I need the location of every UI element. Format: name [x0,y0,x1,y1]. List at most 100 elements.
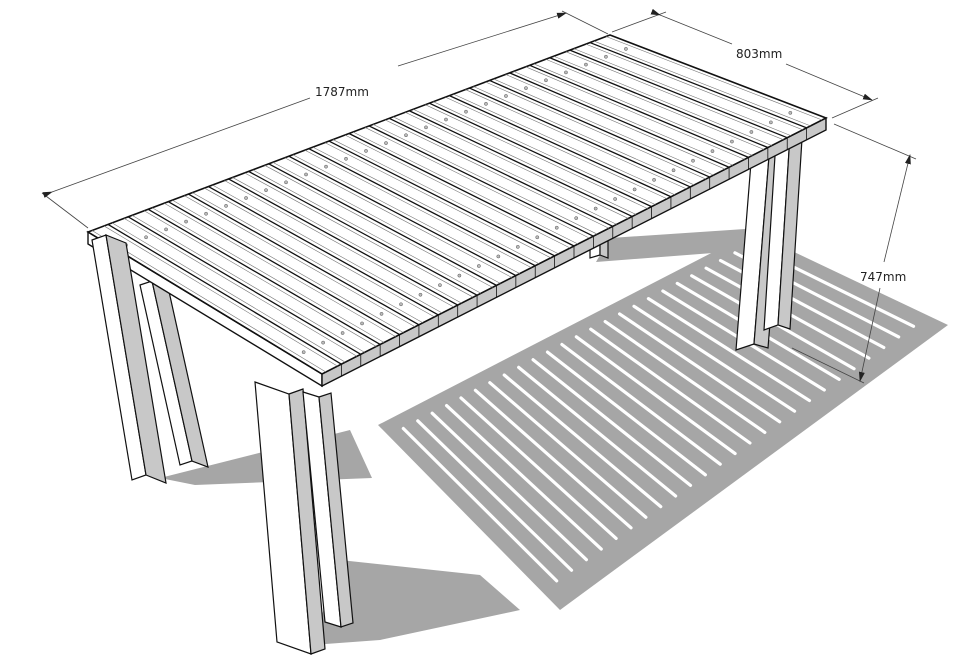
leg-side-face [105,234,167,484]
slat [388,112,629,239]
slat-gap-shadow [444,403,603,551]
screw-hole [769,120,773,125]
slat-groove [425,104,648,209]
slat [188,187,435,337]
slat-edge [348,132,575,247]
slat-edge [368,125,594,237]
slat [127,210,377,367]
slat-gap-shadow [488,381,648,519]
slat-groove [605,36,823,121]
slat [529,58,765,170]
extension-line [611,11,667,33]
slat-groove [204,187,435,318]
slat-gap-shadow [401,426,559,583]
slat [208,180,454,327]
screw-hole [204,211,208,216]
slat-groove [184,195,416,327]
slat-edge [509,72,730,168]
screw-hole [379,312,384,316]
screw-hole [604,54,608,59]
screw-hole [344,156,348,161]
dimensions: 1787mm 803mm 747mm [41,8,917,384]
slat-groove [372,124,598,235]
slat-groove [212,184,443,314]
slat [589,36,823,140]
slat [569,43,803,150]
dimension-line [785,63,873,101]
screw-hole [710,149,715,153]
screw-hole [554,225,559,230]
screw-hole [691,158,695,163]
slat-gap-shadow [416,419,574,572]
slat [489,74,726,190]
screw-hole [544,78,548,83]
slat-edge [589,41,807,129]
screw-hole [613,197,617,201]
extension-line [41,192,89,229]
extension-line [833,123,917,160]
slat-edge [408,110,633,218]
slat-groove [224,180,454,308]
slat-groove [272,162,501,284]
screw-hole [404,133,408,138]
slat [147,202,396,357]
slat-groove [364,127,590,239]
slat [288,149,532,288]
slat-groove [485,81,706,180]
slat-gap-shadow [632,304,797,413]
screw-hole [144,235,148,240]
slat-groove [164,202,396,337]
dimension-line [883,154,911,263]
slat-edge [429,102,652,208]
leg-shadow [312,560,520,645]
slat-edge [188,193,420,326]
leg-front-left [91,234,167,484]
screw-hole [444,117,448,122]
extension-line [791,347,865,384]
screw-hole [301,350,306,355]
slat [228,172,474,318]
slat-edge [147,208,381,346]
dimension-width: 803mm [611,8,879,119]
screw-hole [593,206,598,211]
slat-groove [152,207,385,343]
slat [348,127,590,258]
slat [509,66,745,180]
slat-groove [453,93,675,196]
slat-groove [192,192,423,324]
slat-groove [232,177,462,304]
dimension-length-label: 1787mm [315,85,369,99]
screw-hole [730,139,734,144]
screw-hole [244,196,248,200]
slat-groove [505,74,726,170]
leg-shadow [596,228,760,262]
extension-line [561,10,609,35]
slat [449,89,687,209]
dimension-length: 1787mm [41,10,609,229]
slat-edge [449,95,672,198]
slat-groove [252,169,482,294]
slat-groove [565,51,784,140]
slat-groove [593,40,811,127]
slat-edge [549,57,769,149]
screw-hole [164,227,168,232]
slat-groove [465,89,687,190]
slat-groove [585,43,803,131]
slat-groove [123,218,358,357]
slat-edge [529,64,749,158]
slat [469,81,706,199]
front-legs [91,234,354,655]
slat [368,119,610,249]
slat-groove [91,230,327,373]
slat-groove [525,66,745,160]
leg-front-right-inner [302,391,354,628]
dimension-line [397,12,567,67]
slat-groove [473,86,695,186]
screw-hole [424,125,428,130]
slat-groove [393,116,617,225]
leg-front-right [254,381,326,655]
screw-hole [477,264,481,268]
slat-edge [268,163,497,286]
slat [549,51,784,160]
slat-gap-shadow [502,373,663,509]
